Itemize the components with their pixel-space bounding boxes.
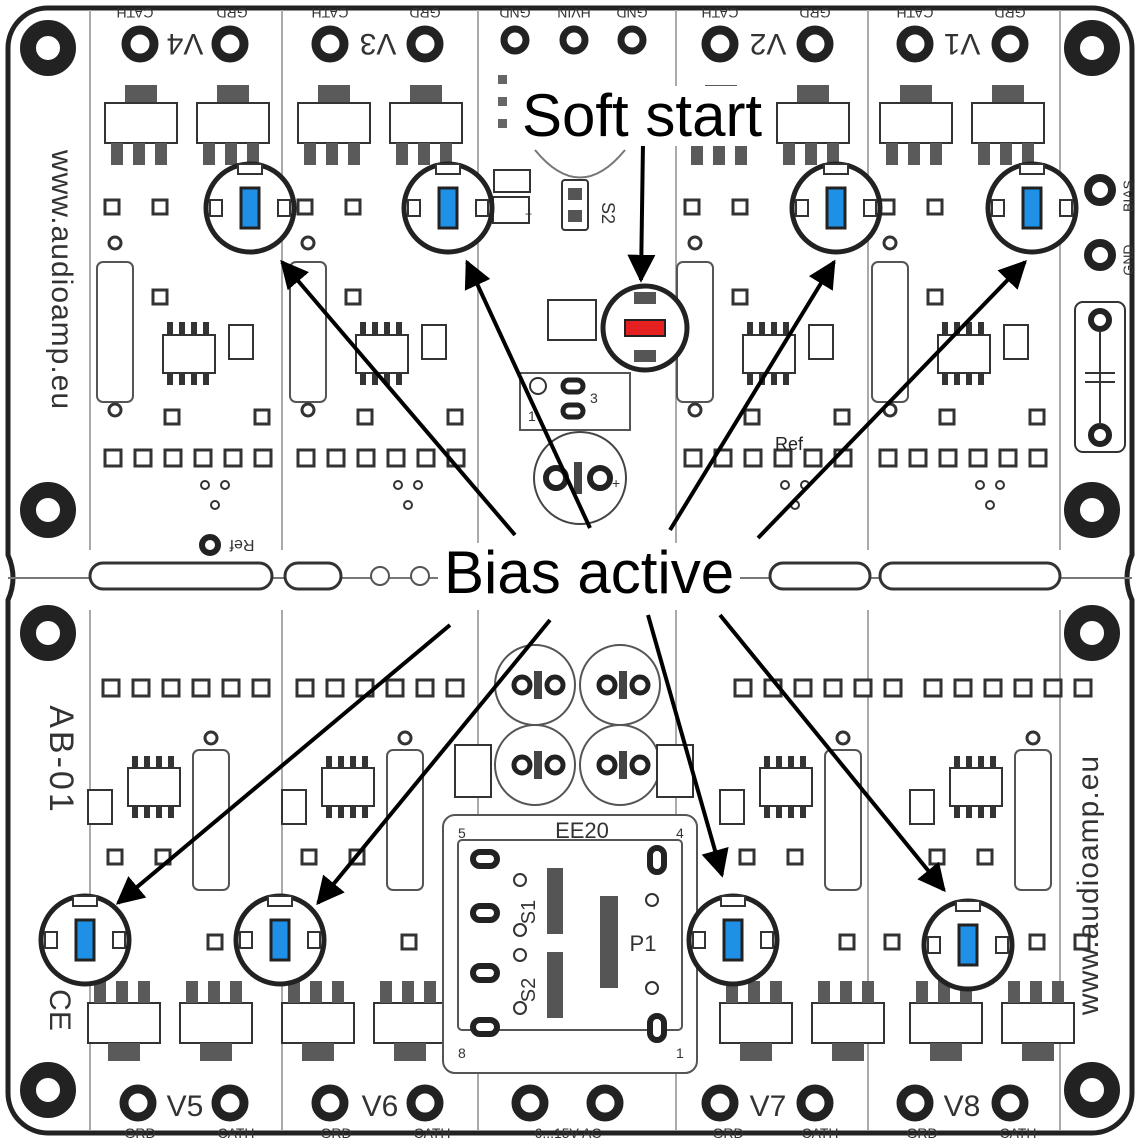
trim-pin-1: 1 <box>528 408 536 424</box>
pad-label-cath: CATH <box>999 1125 1036 1141</box>
transformer-pin-5: 5 <box>458 825 466 841</box>
ref-label-right: Ref <box>775 434 804 454</box>
bias-trimmers <box>38 161 1079 992</box>
channel-v1-pads: V1 CATH GRD <box>896 5 1029 63</box>
ac-input-label: 6...15V AC <box>535 1125 602 1141</box>
pad-label-cath: CATH <box>701 5 738 21</box>
pad-label-grd: GRD <box>409 5 440 21</box>
bias-trimmer <box>789 161 883 255</box>
channel-v2-pads: V2 CATH GRD <box>701 5 834 63</box>
pad-label-grd: GRD <box>994 5 1025 21</box>
svg-text:+: + <box>612 475 620 491</box>
transformer-pin-4: 4 <box>676 825 684 841</box>
channel-label-v8: V8 <box>944 1090 981 1123</box>
rectifier-area <box>454 644 694 806</box>
channel-block-bottom <box>281 678 465 1061</box>
channel-label-v2: V2 <box>750 27 787 60</box>
pad-label-gnd: GND <box>499 5 530 21</box>
channel-block-bottom <box>719 678 903 1061</box>
pad-label-grd: GRD <box>906 1125 937 1141</box>
bias-test-pads: BIAS GND <box>1074 174 1136 453</box>
winding-s2: S2 <box>518 978 540 1002</box>
channel-v8-pads: V8 GRD CATH <box>896 1084 1037 1141</box>
softstart-led-marker <box>600 283 690 373</box>
pad-label-grd: GRD <box>712 1125 743 1141</box>
bias-trimmer <box>686 893 780 987</box>
pad-label-gnd: GND <box>1120 244 1136 275</box>
pad-label-cath: CATH <box>413 1125 450 1141</box>
power-input-pads: GND HVIN GND <box>499 5 648 55</box>
bottom-channel-blocks <box>87 678 1093 1061</box>
pad-label-grd: GRD <box>320 1125 351 1141</box>
channel-v7-pads: V7 GRD CATH <box>701 1084 839 1141</box>
switch-label: S2 <box>598 202 618 224</box>
model-text: AB-01 <box>42 705 80 815</box>
transformer-pin-8: 8 <box>458 1045 466 1061</box>
channel-label-v7: V7 <box>750 1090 787 1123</box>
channel-v6-pads: V6 GRD CATH <box>311 1084 451 1141</box>
website-text-right: www.audioamp.eu <box>1072 755 1105 1016</box>
ce-mark: CE <box>43 989 76 1031</box>
pad-label-hvin: HVIN <box>557 5 590 21</box>
pad-label-cath: CATH <box>116 5 153 21</box>
website-text-left: www.audioamp.eu <box>45 149 78 410</box>
top-channel-blocks <box>96 85 1048 510</box>
channel-v4-pads: V4 CATH GRD <box>116 5 249 63</box>
channel-v3-pads: V3 CATH GRD <box>311 5 444 63</box>
channel-block-top <box>871 85 1048 510</box>
pad-label-gnd: GND <box>616 5 647 21</box>
transformer-label: EE20 <box>555 818 609 843</box>
bottom-pad-row: V5 GRD CATH V6 GRD CATH 6...15V AC V7 GR… <box>119 1084 1037 1141</box>
top-pad-row: V4 CATH GRD V3 CATH GRD GND HVIN GND V2 … <box>116 5 1029 63</box>
channel-block-bottom <box>87 678 271 1061</box>
channel-label-v3: V3 <box>360 27 397 60</box>
softstart-led <box>624 319 666 337</box>
winding-s1: S1 <box>518 900 540 924</box>
winding-p1: P1 <box>630 931 657 956</box>
bias-trimmer <box>203 161 297 255</box>
soft-start-label: Soft start <box>516 86 769 146</box>
softstart-area: S2 + 3 1 + <box>492 75 631 525</box>
pad-label-cath: CATH <box>217 1125 254 1141</box>
bias-trimmer <box>921 898 1015 992</box>
ac-input-pads: 6...15V AC <box>511 1084 624 1141</box>
pad-label-grd: GRD <box>124 1125 155 1141</box>
trim-pin-3: 3 <box>590 390 598 406</box>
pad-label-grd: GRD <box>799 5 830 21</box>
pad-label-bias: BIAS <box>1120 180 1136 212</box>
ref-marker-left: Ref <box>199 534 254 556</box>
svg-text:+: + <box>525 207 532 221</box>
bias-trimmer <box>233 893 327 987</box>
channel-block-top <box>96 85 273 510</box>
channel-label-v5: V5 <box>167 1090 204 1123</box>
bias-trimmer <box>38 893 132 987</box>
mounting-holes <box>20 20 1120 1118</box>
transformer-pin-1: 1 <box>676 1045 684 1061</box>
channel-label-v1: V1 <box>944 27 981 60</box>
bias-trimmer <box>985 161 1079 255</box>
channel-block-top <box>289 85 466 510</box>
channel-label-v6: V6 <box>362 1090 399 1123</box>
callout-arrows <box>115 142 1027 906</box>
pad-label-cath: CATH <box>311 5 348 21</box>
bias-active-label: Bias active <box>438 543 741 603</box>
transformer-ee20: EE20 5 4 8 1 S1 S2 P1 <box>442 814 698 1074</box>
channel-v5-pads: V5 GRD CATH <box>119 1084 255 1141</box>
ref-label: Ref <box>229 536 254 553</box>
pad-label-cath: CATH <box>896 5 933 21</box>
pad-label-cath: CATH <box>801 1125 838 1141</box>
channel-label-v4: V4 <box>167 27 204 60</box>
channel-block-bottom <box>909 678 1093 1061</box>
bias-trimmer <box>401 161 495 255</box>
pad-label-grd: GRD <box>216 5 247 21</box>
